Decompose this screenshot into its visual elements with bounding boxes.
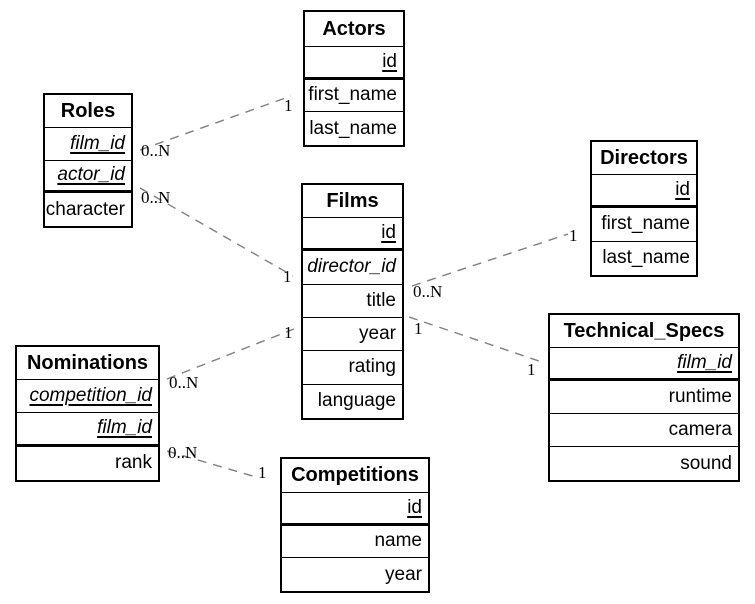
attribute-nominations-competition_id: competition_id [17,380,158,414]
entity-title-actors: Actors [305,12,403,47]
cardinality-label-films-directors-films: 0..N [413,282,443,301]
entity-title-roles: Roles [45,95,131,128]
relationship-line-films-directors [411,233,569,287]
attribute-label: id [675,179,690,201]
attribute-roles-character: character [45,193,131,226]
attribute-label: year [385,563,422,585]
attribute-label: id [381,222,396,244]
attribute-nominations-film_id: film_id [17,413,158,447]
cardinality-label-films-directors-directors: 1 [569,226,578,245]
attribute-label: sound [680,452,732,474]
attribute-label: film_id [97,417,152,439]
attribute-label: last_name [602,247,690,269]
attribute-label: rank [115,452,152,474]
entity-directors[interactable]: Directors id first_name last_name [590,140,698,277]
entity-title-directors: Directors [592,142,696,175]
cardinality-label-nominations-competitions-nominations: 0..N [168,443,198,462]
attribute-label: name [374,530,422,552]
attribute-label: last_name [309,117,397,139]
attribute-films-rating: rating [303,351,402,385]
attribute-directors-first_name: first_name [592,208,696,242]
entity-title-nominations: Nominations [17,347,158,380]
attribute-competitions-id: id [282,493,428,526]
relationship-line-films-technical_specs [408,316,540,362]
attribute-label: film_id [677,352,732,373]
attribute-label: first_name [308,84,397,106]
entity-actors[interactable]: Actors id first_name last_name [303,10,405,147]
attribute-competitions-year: year [282,558,428,591]
cardinality-label-films-technical_specs-films: 1 [414,319,423,338]
attribute-directors-last_name: last_name [592,242,696,275]
attribute-label: character [45,198,125,220]
cardinality-label-roles-actors-roles: 0..N [141,141,171,160]
attribute-label: actor_id [57,164,125,186]
cardinality-label-roles-films-roles: 0..N [141,188,171,207]
cardinality-label-nominations-films-nominations: 0..N [169,373,199,392]
relationship-line-roles-actors [139,95,292,151]
attribute-label: id [407,496,422,518]
attribute-label: id [382,50,397,72]
attribute-directors-id: id [592,175,696,209]
attribute-films-language: language [303,385,402,418]
entity-roles[interactable]: Roles film_id actor_id character [43,93,133,228]
attribute-competitions-name: name [282,526,428,559]
cardinality-label-nominations-competitions-competitions: 1 [258,463,267,482]
attribute-label: year [359,323,396,345]
attribute-roles-film_id: film_id [45,128,131,161]
attribute-label: camera [668,419,732,440]
entity-title-competitions: Competitions [282,459,428,493]
attribute-label: film_id [70,132,125,154]
cardinality-label-nominations-films-films: 1 [284,323,293,342]
attribute-label: runtime [668,386,732,407]
relationship-line-nominations-films [166,328,295,380]
attribute-nominations-rank: rank [17,447,158,480]
attribute-label: rating [348,356,396,378]
attribute-technical_specs-sound: sound [550,447,738,480]
attribute-actors-last_name: last_name [305,112,403,145]
attribute-technical_specs-runtime: runtime [550,381,738,414]
attribute-films-id: id [303,218,402,252]
cardinality-label-roles-actors-actors: 1 [284,96,293,115]
entity-title-technical_specs: Technical_Specs [550,315,738,348]
cardinality-label-roles-films-films: 1 [283,267,292,286]
relationship-line-roles-films [139,187,294,277]
attribute-label: title [366,289,396,311]
attribute-films-year: year [303,318,402,352]
attribute-label: language [317,390,396,412]
attribute-label: first_name [601,213,690,235]
attribute-label: director_id [307,256,396,278]
attribute-actors-id: id [305,47,403,80]
attribute-roles-actor_id: actor_id [45,161,131,194]
entity-title-films: Films [303,185,402,218]
attribute-films-title: title [303,285,402,318]
attribute-technical_specs-camera: camera [550,414,738,447]
attribute-technical_specs-film_id: film_id [550,348,738,381]
cardinality-label-films-technical_specs-technical_specs: 1 [527,360,536,379]
attribute-films-director_id: director_id [303,251,402,285]
attribute-label: competition_id [29,385,152,407]
attribute-actors-first_name: first_name [305,80,403,113]
entity-competitions[interactable]: Competitions id name year [280,457,430,593]
